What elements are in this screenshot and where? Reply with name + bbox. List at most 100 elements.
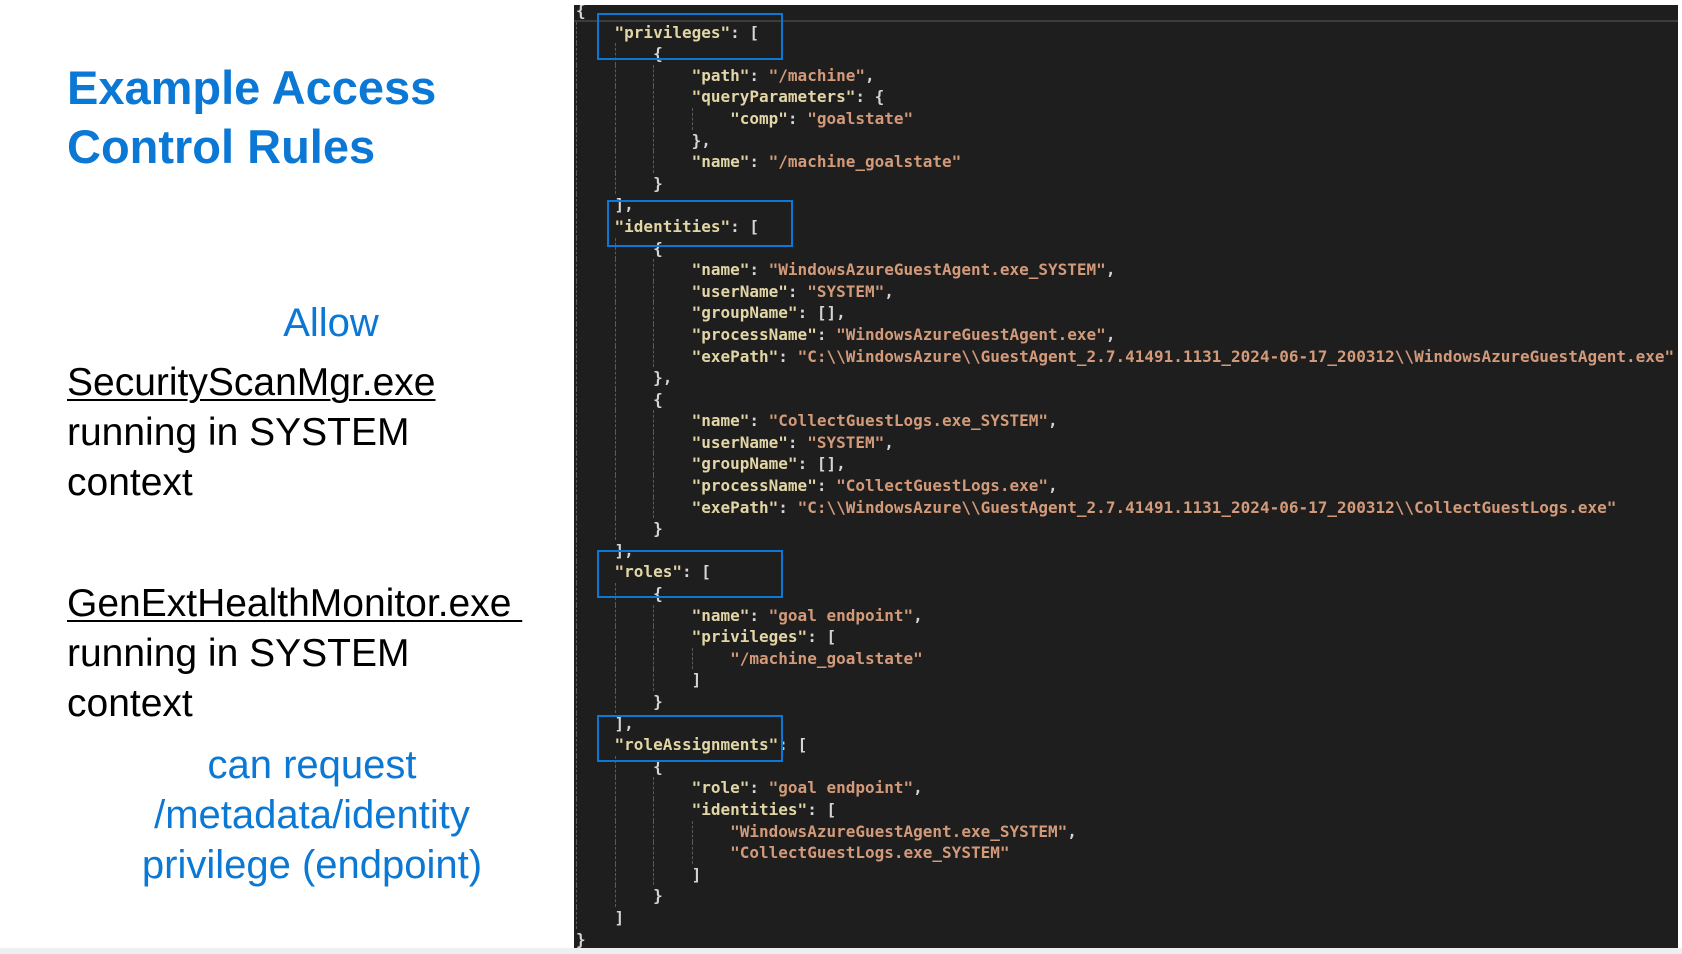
code-line: "groupName": [], (576, 302, 1674, 324)
indent-guide (614, 777, 616, 799)
indent-guide (614, 367, 616, 389)
indent-guide (576, 583, 577, 605)
indent-guide (653, 496, 655, 519)
highlight-roleassignments (597, 715, 783, 762)
json-string: "WindowsAzureGuestAgent.exe_SYSTEM" (730, 821, 1068, 841)
code-line: } (576, 518, 1674, 540)
indent-guide (576, 345, 577, 368)
json-punctuation: : (749, 411, 769, 431)
json-punctuation: , (1067, 821, 1077, 841)
indent-guide (691, 820, 693, 843)
indent-guide (653, 863, 655, 886)
json-key: "name" (691, 605, 750, 625)
json-key: "roles" (614, 562, 682, 582)
bottom-border (0, 948, 1682, 954)
indent-guide (614, 172, 616, 195)
indent-guide (576, 107, 577, 130)
json-punctuation: : { (855, 87, 885, 107)
highlight-roles (597, 550, 783, 598)
json-key: "roleAssignments" (614, 735, 779, 755)
json-punctuation: : [ (807, 627, 837, 647)
rule-text: context (67, 461, 193, 504)
code-line: { (576, 43, 1674, 65)
indent-guide (614, 431, 616, 454)
code-line: "identities": [ (576, 798, 1674, 821)
indent-guide (576, 906, 577, 929)
json-punctuation: }, (653, 368, 673, 388)
json-string: "goal endpoint" (768, 605, 914, 625)
indent-guide (576, 86, 577, 108)
json-punctuation: { (653, 44, 663, 64)
highlight-privileges (597, 13, 783, 60)
json-punctuation: ], (614, 713, 634, 733)
json-string: "CollectGuestLogs.exe" (836, 476, 1049, 496)
json-string: "WindowsAzureGuestAgent.exe_SYSTEM" (768, 260, 1106, 280)
indent-guide (576, 172, 577, 195)
json-punctuation: , (1105, 260, 1116, 280)
indent-guide (653, 604, 655, 627)
indent-guide (576, 518, 577, 540)
json-punctuation: , (913, 778, 923, 798)
json-punctuation: ] (691, 864, 702, 884)
indent-guide (576, 604, 577, 627)
indent-guide (614, 129, 616, 152)
indent-guide (614, 647, 616, 670)
rule-securityscanmgr: SecurityScanMgr.exe running in SYSTEM co… (67, 358, 436, 508)
json-punctuation: } (653, 173, 663, 193)
json-punctuation: }, (691, 130, 711, 150)
can-request-text: can request /metadata/identity privilege… (112, 740, 512, 890)
code-line: ], (576, 712, 1674, 735)
indent-guide (576, 561, 577, 584)
title-line: Control Rules (67, 120, 376, 173)
code-line: "name": "/machine_goalstate" (576, 151, 1674, 173)
indent-guide (653, 64, 655, 87)
code-line: }, (576, 367, 1674, 389)
json-string: "/machine_goalstate" (768, 152, 962, 172)
json-key: "userName" (691, 432, 788, 452)
code-line: "roles": [ (576, 561, 1674, 584)
code-line: "WindowsAzureGuestAgent.exe_SYSTEM", (576, 820, 1674, 843)
json-punctuation: , (884, 281, 894, 301)
indent-guide (576, 129, 577, 152)
json-key: "path" (691, 65, 750, 85)
json-key: "queryParameters" (691, 87, 856, 107)
json-key: "identities" (691, 799, 808, 819)
indent-guide (576, 302, 577, 324)
json-punctuation: : [], (797, 454, 846, 474)
title-line: Example Access (67, 61, 437, 114)
indent-guide (614, 259, 616, 281)
code-line: ] (576, 906, 1674, 929)
indent-guide (576, 410, 577, 432)
indent-guide (653, 777, 655, 799)
json-punctuation: : (749, 260, 769, 280)
indent-guide (614, 842, 616, 864)
indent-guide (614, 669, 616, 691)
indent-guide (614, 820, 616, 843)
indent-guide (653, 669, 655, 691)
code-line: "exePath": "C:\\WindowsAzure\\GuestAgent… (576, 496, 1674, 519)
indent-guide (576, 194, 577, 216)
can-line: privilege (endpoint) (141, 843, 483, 887)
indent-guide (576, 496, 577, 519)
json-key: "name" (691, 260, 750, 280)
code-line: "comp": "goalstate" (576, 107, 1674, 130)
json-key: "privileges" (691, 627, 808, 647)
json-punctuation: } (653, 692, 663, 711)
indent-guide (653, 626, 655, 648)
code-line: "/machine_goalstate" (576, 647, 1674, 670)
indent-guide (614, 885, 616, 907)
json-punctuation: : (749, 152, 769, 172)
slide-title: Example Access Control Rules (67, 58, 436, 176)
json-key: "comp" (730, 108, 788, 128)
indent-guide (653, 129, 655, 152)
indent-guide (614, 64, 616, 87)
indent-guide (691, 647, 693, 670)
indent-guide (576, 626, 577, 648)
json-punctuation: : (787, 108, 808, 128)
code-line: { (576, 755, 1674, 778)
json-string: "WindowsAzureGuestAgent.exe" (836, 324, 1106, 344)
current-line-border (574, 20, 1678, 22)
code-line: "userName": "SYSTEM", (576, 431, 1674, 454)
indent-guide (576, 21, 577, 44)
indent-guide (653, 431, 655, 454)
